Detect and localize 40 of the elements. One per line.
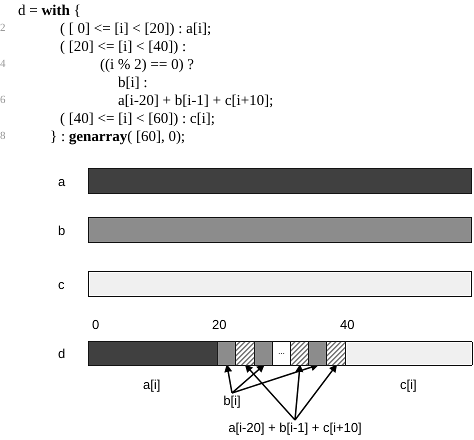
- array-segment: [89, 342, 218, 365]
- array-label: a[i]: [143, 377, 160, 392]
- code-line: ( [40] <= [i] < [60]) : c[i];: [60, 110, 215, 128]
- leader-label: b[i]: [212, 393, 252, 409]
- array-label: c[i]: [400, 377, 417, 392]
- array-bar: [88, 271, 472, 297]
- array-bar: [88, 217, 472, 243]
- code-line: ( [ 0] <= [i] < [20]) : a[i];: [60, 20, 212, 38]
- array-label: c: [58, 277, 64, 292]
- array-label: a: [58, 174, 66, 189]
- tick-label: 40: [340, 317, 354, 332]
- array-label: b: [58, 223, 66, 238]
- array-segment: [309, 342, 327, 365]
- code-line: d = with {: [18, 2, 81, 20]
- array-segment: [291, 342, 309, 365]
- arrow: [232, 364, 265, 394]
- array-segment: [218, 342, 236, 365]
- array-segment: [327, 342, 346, 365]
- array-segment: [236, 342, 255, 365]
- leader-label: a[i-20] + b[i-1] + c[i+10]: [210, 420, 380, 436]
- code-line: b[i] :: [118, 74, 148, 92]
- array-segment: [346, 342, 473, 365]
- array-segment: [255, 342, 273, 365]
- tick-label: 20: [212, 317, 226, 332]
- line-number: 2: [0, 22, 6, 34]
- arrow: [224, 364, 233, 394]
- tick-label: 0: [92, 317, 100, 332]
- code-line: ( [20] <= [i] < [40]) :: [60, 38, 186, 56]
- arrow: [294, 364, 338, 420]
- array-bar: [88, 341, 472, 366]
- arrow: [294, 364, 304, 420]
- array-bar: [88, 168, 472, 194]
- line-number: 6: [0, 94, 6, 106]
- array-label: d: [58, 346, 66, 361]
- code-line: a[i-20] + b[i-1] + c[i+10];: [118, 92, 274, 110]
- line-number: 8: [0, 130, 6, 142]
- code-line: ((i % 2) == 0) ?: [100, 56, 194, 74]
- code-line: } : genarray( [60], 0);: [50, 128, 186, 146]
- line-number: 4: [0, 58, 6, 70]
- arrow: [244, 364, 296, 420]
